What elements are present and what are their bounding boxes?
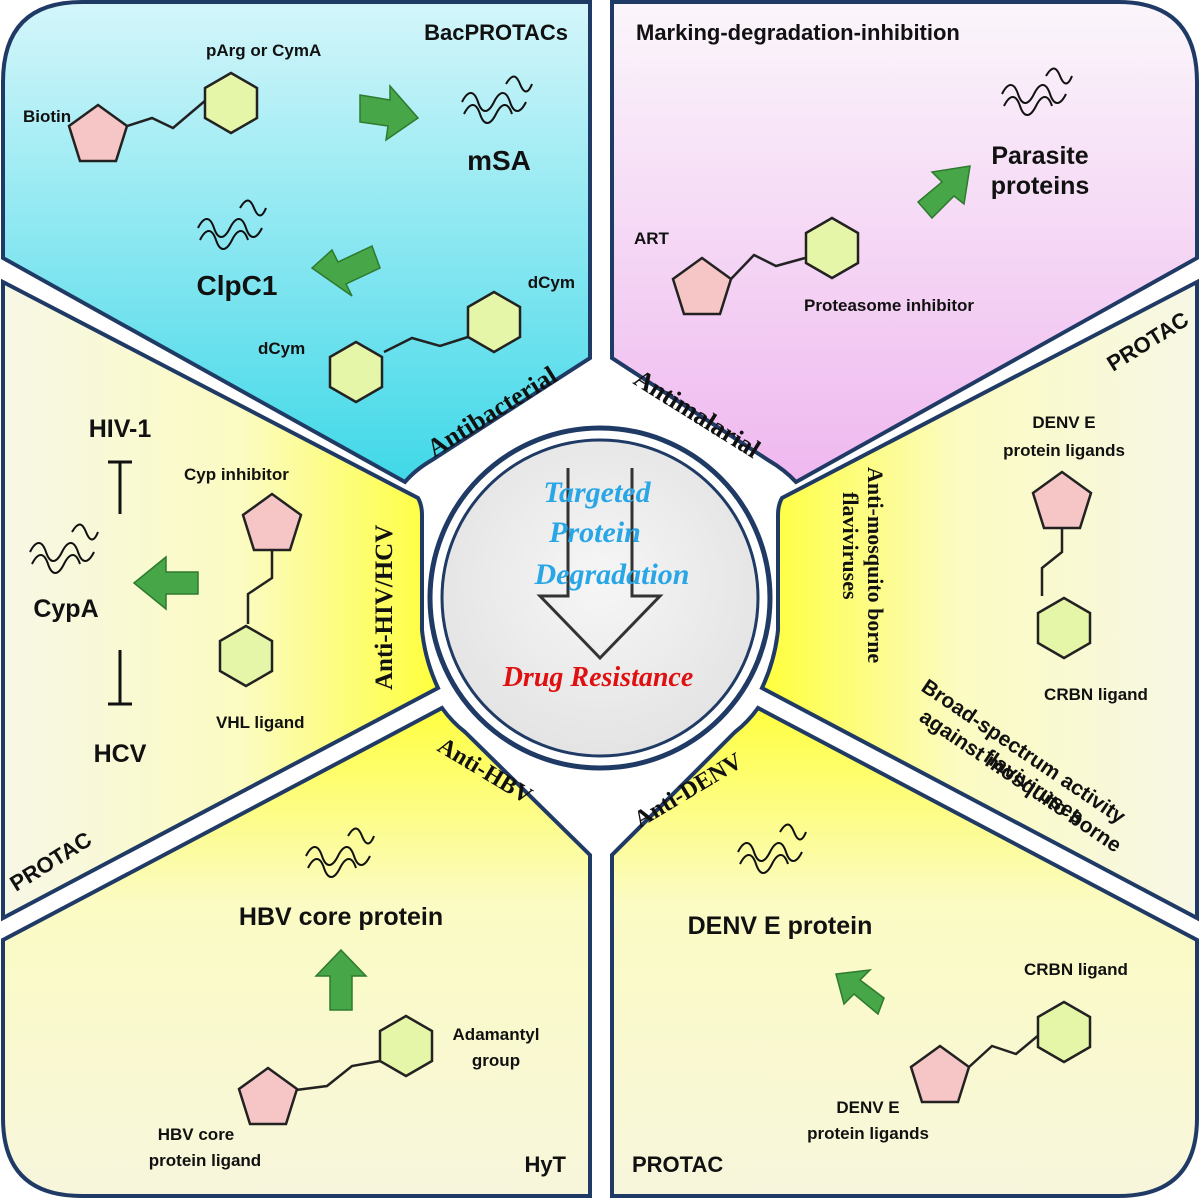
green-arrow-icon — [314, 948, 368, 1011]
antibacterial-title: BacPROTACs — [424, 20, 568, 45]
label-crbn-ligand-denv: CRBN ligand — [1024, 960, 1128, 979]
denv-corner-label: PROTAC — [632, 1152, 723, 1177]
panel-antimalarial — [610, 0, 1199, 485]
hexagon-ligand-icon — [1036, 596, 1092, 660]
label-denv-ligand-line1: DENV E — [1032, 413, 1095, 432]
category-mosquito-line1: Anti-mosquito borne — [863, 467, 888, 663]
label-proteasome-inhibitor: Proteasome inhibitor — [804, 296, 974, 315]
label-hbv-ligand-line1: HBV core — [158, 1125, 235, 1144]
hexagon-ligand-icon — [203, 71, 259, 135]
target-ClpC1: ClpC1 — [197, 270, 278, 301]
label-hbv-ligand-line2: protein ligand — [149, 1151, 261, 1170]
center-title-line2: Protein — [548, 516, 641, 549]
center-title-line3: Degradation — [533, 558, 689, 591]
pentagon-ligand-icon — [237, 1066, 299, 1126]
hexagon-ligand-icon — [218, 624, 274, 688]
green-arrow-icon — [835, 969, 885, 1016]
label-adamantyl-line1: Adamantyl — [453, 1025, 540, 1044]
green-arrow-icon — [916, 165, 971, 220]
category-anti-hiv-hcv: Anti-HIV/HCV — [371, 525, 398, 690]
pentagon-ligand-icon — [671, 256, 733, 316]
hexagon-ligand-icon — [804, 216, 860, 280]
virus-hcv: HCV — [94, 740, 147, 768]
center-result: Drug Resistance — [502, 662, 694, 693]
label-crbn-ligand: CRBN ligand — [1044, 685, 1148, 704]
label-adamantyl-line2: group — [472, 1051, 520, 1070]
target-parasite-line1: Parasite — [991, 142, 1088, 170]
label-denv-ligand-line2-b: protein ligands — [807, 1124, 929, 1143]
hexagon-ligand-icon — [328, 340, 384, 404]
green-arrow-icon — [359, 84, 420, 142]
label-dcym-1: dCym — [528, 273, 575, 292]
protein-helix-icon — [29, 523, 99, 574]
protein-helix-icon — [1001, 67, 1073, 116]
panel-antibacterial — [1, 0, 592, 485]
target-mSA: mSA — [467, 145, 531, 176]
hbv-corner-label: HyT — [524, 1152, 566, 1177]
label-pArg: pArg or CymA — [206, 41, 321, 60]
category-mosquito-line2: flaviviruses — [838, 492, 863, 600]
protein-helix-icon — [737, 823, 807, 874]
target-denv-e-protein: DENV E protein — [688, 912, 873, 940]
hexagon-ligand-icon — [1036, 1000, 1092, 1064]
label-dcym-2: dCym — [258, 339, 305, 358]
protein-helix-icon — [305, 827, 375, 878]
panel-anti-denv — [610, 705, 1199, 1198]
pentagon-ligand-icon — [909, 1044, 971, 1104]
label-vhl-ligand: VHL ligand — [216, 713, 304, 732]
hexagon-ligand-icon — [378, 1014, 434, 1078]
target-hbv-core-protein: HBV core protein — [239, 903, 443, 931]
virus-hiv-1: HIV-1 — [89, 415, 152, 443]
panel-anti-hbv — [0, 705, 592, 1198]
label-ART: ART — [634, 229, 670, 248]
center-hub: Targeted Protein Degradation Drug Resist… — [427, 425, 773, 771]
panel-anti-mosquito — [759, 278, 1199, 922]
protein-helix-icon — [461, 75, 533, 124]
center-title-line1: Targeted — [543, 476, 651, 509]
antimalarial-title: Marking-degradation-inhibition — [636, 20, 960, 45]
pentagon-ligand-icon — [67, 103, 129, 163]
label-denv-ligand-line1-b: DENV E — [836, 1098, 899, 1117]
label-denv-ligand-line2: protein ligands — [1003, 441, 1125, 460]
label-biotin: Biotin — [23, 107, 71, 126]
label-cyp-inhibitor: Cyp inhibitor — [184, 465, 289, 484]
down-arrow-icon — [536, 468, 664, 661]
green-arrow-icon — [310, 244, 381, 297]
green-arrow-icon — [132, 555, 199, 611]
hexagon-ligand-icon — [466, 290, 522, 354]
target-cypa: CypA — [33, 595, 98, 623]
panel-anti-hiv-hcv — [1, 278, 441, 922]
target-parasite-line2: proteins — [991, 172, 1090, 200]
protein-helix-icon — [197, 199, 267, 250]
